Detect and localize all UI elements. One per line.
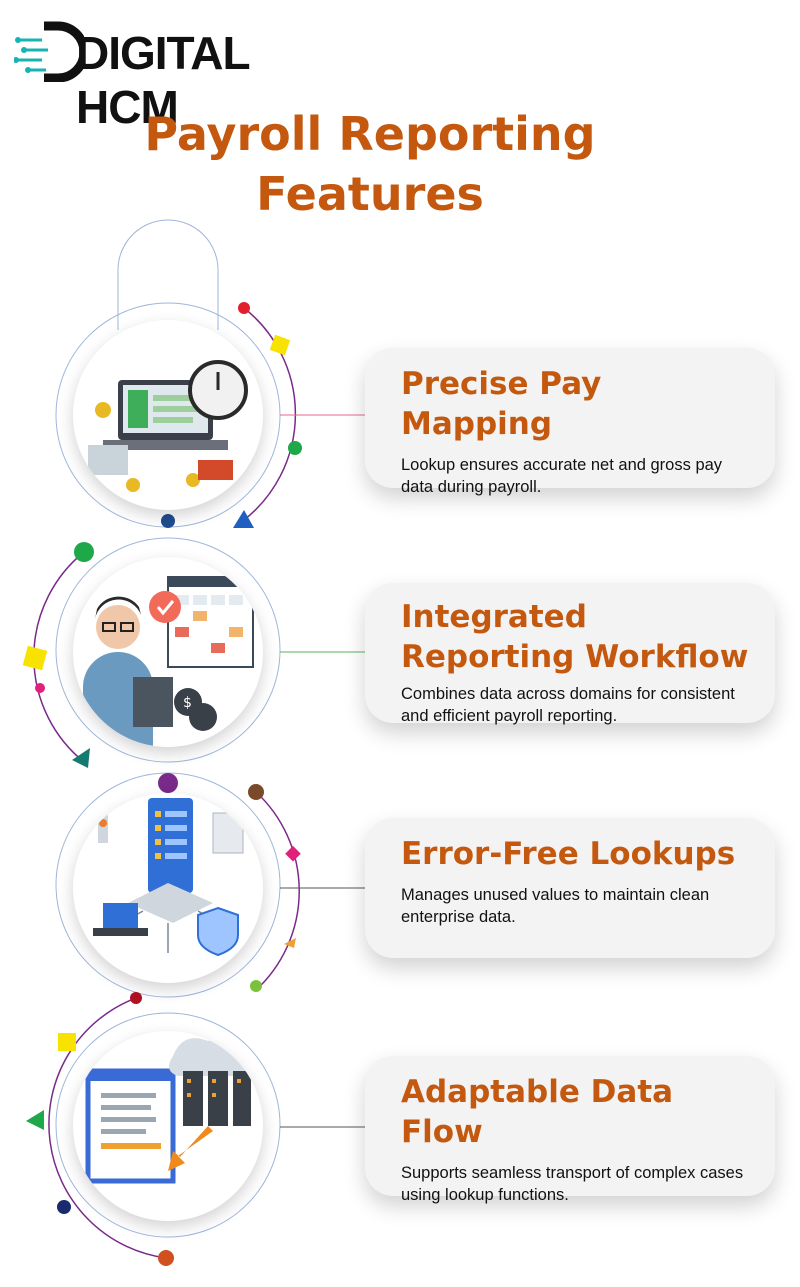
feature-description: Manages unused values to maintain clean … (401, 886, 710, 926)
title-line-2: Features (256, 167, 484, 221)
server-network-illustration (73, 793, 263, 983)
feature-heading: Precise Pay Mapping (401, 366, 602, 442)
feature-card-error-free-lookups: Error-Free Lookups Manages unused values… (365, 818, 775, 958)
feature-heading: Adaptable Data Flow (401, 1074, 674, 1150)
brand-name: DIGITAL HCM (76, 27, 250, 133)
brand-logo: DIGITAL HCM (14, 20, 354, 133)
page-title: Payroll Reporting Features (120, 104, 620, 224)
feature-description: Combines data across domains for consist… (401, 685, 735, 725)
feature-card-integrated-reporting-workflow: Integrated Reporting Workflow Combines d… (365, 583, 775, 725)
data-transfer-illustration (73, 1031, 263, 1221)
svg-text:$: $ (183, 695, 192, 711)
feature-card-adaptable-data-flow: Adaptable Data Flow Supports seamless tr… (365, 1056, 775, 1204)
circuit-d-icon (14, 21, 84, 82)
feature-card-precise-pay-mapping: Precise Pay Mapping Lookup ensures accur… (365, 348, 775, 496)
feature-heading: Integrated Reporting Workflow (401, 599, 749, 675)
feature-description: Lookup ensures accurate net and gross pa… (401, 456, 723, 496)
feature-heading: Error-Free Lookups (401, 836, 736, 872)
feature-description: Supports seamless transport of complex c… (401, 1164, 744, 1204)
payroll-desk-illustration (73, 320, 263, 510)
title-line-1: Payroll Reporting (144, 107, 596, 161)
reporting-person-illustration: $ (73, 557, 263, 747)
